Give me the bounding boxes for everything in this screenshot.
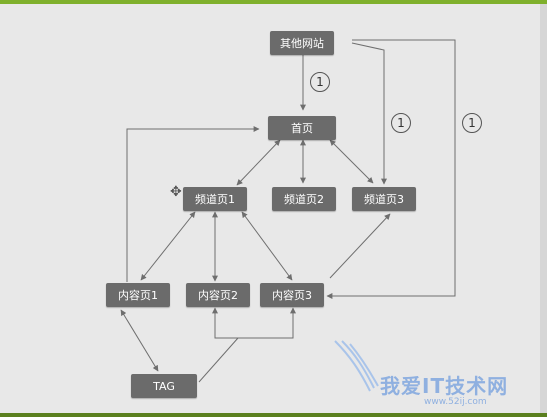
edge-home-channel3 [329, 139, 374, 184]
node-content3: 内容页3 [260, 283, 324, 307]
edge-other-content3 [326, 39, 456, 299]
edge-channel1-content1 [140, 211, 196, 281]
node-tag: TAG [131, 374, 197, 398]
edge-tag-bracket [198, 337, 239, 383]
edge-content1-home [126, 126, 260, 282]
badge-3: 1 [462, 113, 482, 133]
wing-logo-icon [334, 340, 379, 392]
edge-home-channel1 [236, 139, 281, 186]
edge-content1-tag [120, 309, 159, 372]
bottom-accent-bar [0, 413, 547, 417]
edge-bracket [214, 310, 294, 339]
edge-other-channel3 [351, 42, 387, 185]
edge-channel1-content3 [241, 211, 293, 281]
move-cursor-icon: ✥ [170, 184, 182, 200]
right-edge [540, 4, 547, 413]
badge-2: 1 [391, 113, 411, 133]
node-content1: 内容页1 [106, 283, 170, 307]
node-channel1: 频道页1 [183, 187, 247, 211]
badge-1: 1 [310, 72, 330, 92]
node-channel2: 频道页2 [272, 187, 336, 211]
node-other-sites: 其他网站 [270, 31, 334, 55]
node-content2: 内容页2 [186, 283, 250, 307]
watermark-text: 我爱IT技术网 [380, 374, 509, 398]
watermark-url: www.52ij.com [424, 397, 487, 407]
node-channel3: 频道页3 [352, 187, 416, 211]
top-accent-bar [0, 0, 547, 4]
edge-content3-channel3 [329, 213, 391, 279]
node-home: 首页 [268, 116, 336, 140]
